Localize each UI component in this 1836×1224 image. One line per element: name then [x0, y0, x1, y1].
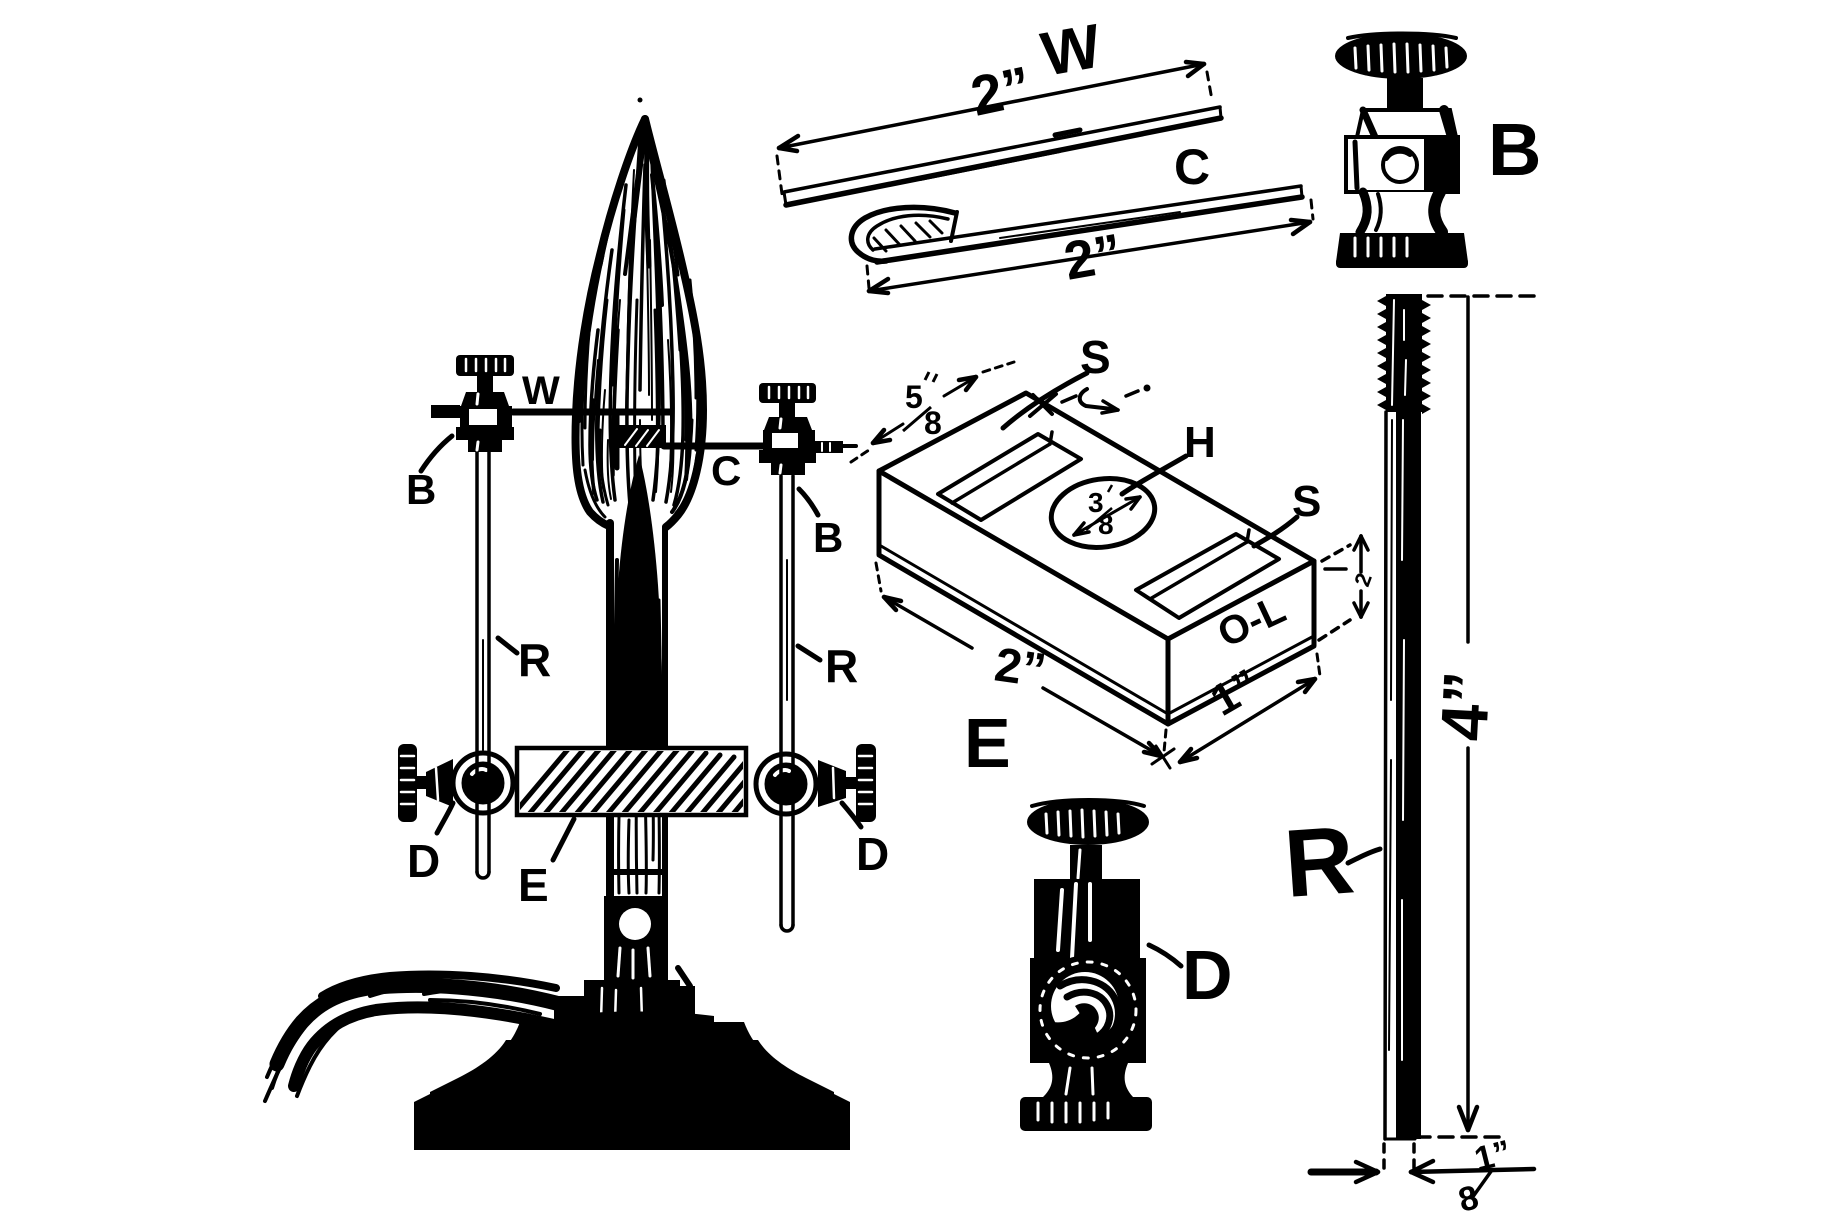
svg-text:D: D: [1182, 936, 1233, 1014]
svg-text:5: 5: [905, 379, 923, 415]
svg-text:B: B: [1488, 108, 1541, 191]
svg-text:E: E: [518, 859, 549, 911]
svg-text:S: S: [1080, 331, 1111, 383]
svg-text:2”: 2”: [965, 54, 1036, 128]
svg-text:B: B: [406, 466, 436, 513]
svg-text:C: C: [711, 447, 741, 494]
svg-text:B: B: [813, 514, 843, 561]
svg-text:R: R: [518, 634, 551, 686]
svg-text:D: D: [407, 835, 440, 887]
svg-text:2”: 2”: [1060, 223, 1127, 292]
svg-text:W: W: [522, 369, 560, 413]
svg-text:C: C: [1174, 139, 1210, 195]
svg-text:2”: 2”: [991, 638, 1049, 698]
svg-text:4”: 4”: [1426, 669, 1504, 742]
svg-text:3: 3: [1088, 487, 1104, 518]
svg-text:S: S: [1292, 477, 1321, 526]
svg-text:R: R: [1281, 806, 1358, 918]
svg-text:8: 8: [924, 405, 942, 441]
svg-text:E: E: [964, 704, 1011, 782]
svg-text:H: H: [1184, 418, 1216, 467]
svg-text:R: R: [825, 640, 858, 692]
svg-text:D: D: [856, 828, 889, 880]
svg-text:W: W: [1036, 12, 1106, 90]
